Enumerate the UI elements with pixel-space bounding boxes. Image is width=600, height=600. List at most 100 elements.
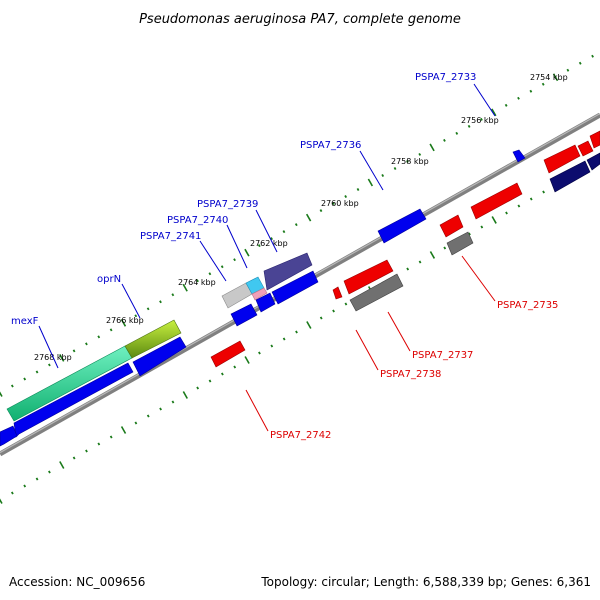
gene-red-2735-b[interactable]: [470, 182, 523, 220]
major-tick: [182, 283, 188, 292]
minor-tick: [517, 204, 521, 208]
gene-label-oprN[interactable]: oprN: [97, 274, 121, 285]
gene-PSPA7_2735[interactable]: [446, 231, 474, 256]
minor-tick: [48, 470, 51, 474]
kbp-label-2758: 2758 kbp: [391, 157, 429, 166]
major-tick: [367, 178, 374, 187]
gene-label-mexF[interactable]: mexF: [11, 316, 39, 327]
major-tick: [244, 356, 250, 364]
major-tick: [0, 391, 3, 397]
minor-tick: [332, 309, 335, 313]
minor-tick: [257, 244, 261, 248]
minor-tick: [541, 82, 545, 86]
minor-tick: [319, 316, 323, 320]
gene-PSPA7_2737[interactable]: [349, 273, 404, 312]
gene-label-PSPA7_2735[interactable]: PSPA7_2735: [497, 300, 558, 311]
gene-PSPA7_2739[interactable]: [263, 252, 313, 291]
kbp-labels: 2754 kbp 2756 kbp 2758 kbp 2760 kbp 2762…: [34, 73, 568, 362]
minor-tick: [10, 384, 14, 388]
major-tick: [244, 248, 250, 257]
gene-label-PSPA7_2733[interactable]: PSPA7_2733: [415, 72, 476, 83]
minor-tick: [35, 477, 39, 481]
minor-tick: [258, 351, 261, 355]
forward-gene-labels: PSPA7_2733 PSPA7_2736 PSPA7_2739 PSPA7_2…: [11, 72, 476, 327]
minor-tick: [171, 400, 175, 404]
kbp-label-2756: 2756 kbp: [461, 116, 499, 125]
minor-tick: [505, 211, 508, 215]
leader-line-2741: [199, 240, 227, 282]
minor-tick: [455, 131, 459, 135]
minor-tick: [134, 314, 138, 318]
minor-tick: [480, 225, 484, 229]
minor-tick: [542, 190, 545, 194]
gene-red-right-edge[interactable]: [589, 130, 600, 149]
minor-tick: [480, 117, 483, 121]
minor-tick: [208, 379, 212, 383]
leader-line-2742: [245, 389, 269, 432]
minor-tick: [504, 103, 508, 107]
genome-summary-text: Topology: circular; Length: 6,588,339 bp…: [260, 575, 591, 589]
gene-blue-small-2740[interactable]: [255, 292, 276, 313]
leader-line-2737: [387, 311, 411, 352]
gene-PSPA7_2733[interactable]: [512, 149, 526, 163]
leader-line-2735: [461, 255, 496, 302]
gene-PSPA7_2742[interactable]: [210, 340, 246, 368]
minor-tick: [109, 328, 113, 332]
gene-red-tiny[interactable]: [332, 286, 343, 300]
gene-blue-2741-below[interactable]: [230, 303, 258, 327]
leader-line-2740: [226, 224, 248, 269]
minor-tick: [566, 68, 570, 72]
kbp-label-2762: 2762 kbp: [250, 239, 288, 248]
gene-blue-2739-below[interactable]: [271, 270, 319, 305]
gene-red-2735-a[interactable]: [439, 214, 464, 238]
gene-red-right-2[interactable]: [577, 140, 594, 157]
major-tick: [120, 318, 127, 327]
minor-tick: [578, 61, 582, 65]
kbp-label-2764: 2764 kbp: [178, 278, 216, 287]
minor-tick: [381, 174, 385, 177]
gene-label-PSPA7_2738[interactable]: PSPA7_2738: [380, 369, 441, 380]
major-tick: [182, 391, 188, 399]
minor-tick: [233, 365, 237, 369]
major-tick: [491, 216, 497, 224]
leader-line-2736: [359, 150, 384, 191]
gene-label-PSPA7_2739[interactable]: PSPA7_2739: [197, 199, 258, 210]
minor-tick: [356, 188, 360, 192]
gene-label-PSPA7_2740[interactable]: PSPA7_2740: [167, 215, 228, 226]
gene-label-PSPA7_2736[interactable]: PSPA7_2736: [300, 140, 361, 151]
gene-red-right-1[interactable]: [543, 144, 581, 174]
major-tick: [429, 251, 436, 259]
minor-tick: [48, 363, 51, 367]
minor-tick: [221, 372, 224, 376]
gene-PSPA7_2741[interactable]: [221, 282, 253, 309]
leader-lines: [38, 83, 496, 432]
major-tick: [59, 354, 65, 362]
gene-blue-oprN-below[interactable]: [132, 336, 187, 377]
minor-tick: [159, 407, 162, 411]
leader-line-2733: [473, 83, 496, 117]
minor-tick: [233, 258, 236, 262]
gene-PSPA7_2738[interactable]: [343, 259, 394, 295]
minor-tick: [294, 223, 298, 227]
gene-blue-left-edge[interactable]: [0, 425, 18, 447]
minor-tick: [10, 491, 14, 495]
gene-oprN[interactable]: [124, 319, 182, 359]
minor-tick: [23, 377, 27, 381]
gene-navy-right[interactable]: [549, 160, 591, 193]
gene-label-PSPA7_2742[interactable]: PSPA7_2742: [270, 430, 331, 441]
major-tick: [552, 73, 559, 82]
gene-label-PSPA7_2737[interactable]: PSPA7_2737: [412, 350, 473, 361]
accession-text: Accession: NC_009656: [9, 575, 145, 589]
minor-tick: [591, 54, 594, 58]
gene-pink-small[interactable]: [251, 287, 268, 301]
gene-label-PSPA7_2741[interactable]: PSPA7_2741: [140, 231, 201, 242]
minor-tick: [344, 195, 348, 199]
minor-tick: [418, 260, 422, 264]
outer-tick-ring: [0, 54, 594, 397]
reverse-gene-labels: PSPA7_2735 PSPA7_2737 PSPA7_2738 PSPA7_2…: [270, 300, 558, 441]
gene-navy-right-edge[interactable]: [586, 152, 600, 171]
gene-PSPA7_2736[interactable]: [377, 208, 427, 244]
minor-tick: [468, 232, 471, 236]
minor-tick: [270, 237, 273, 241]
